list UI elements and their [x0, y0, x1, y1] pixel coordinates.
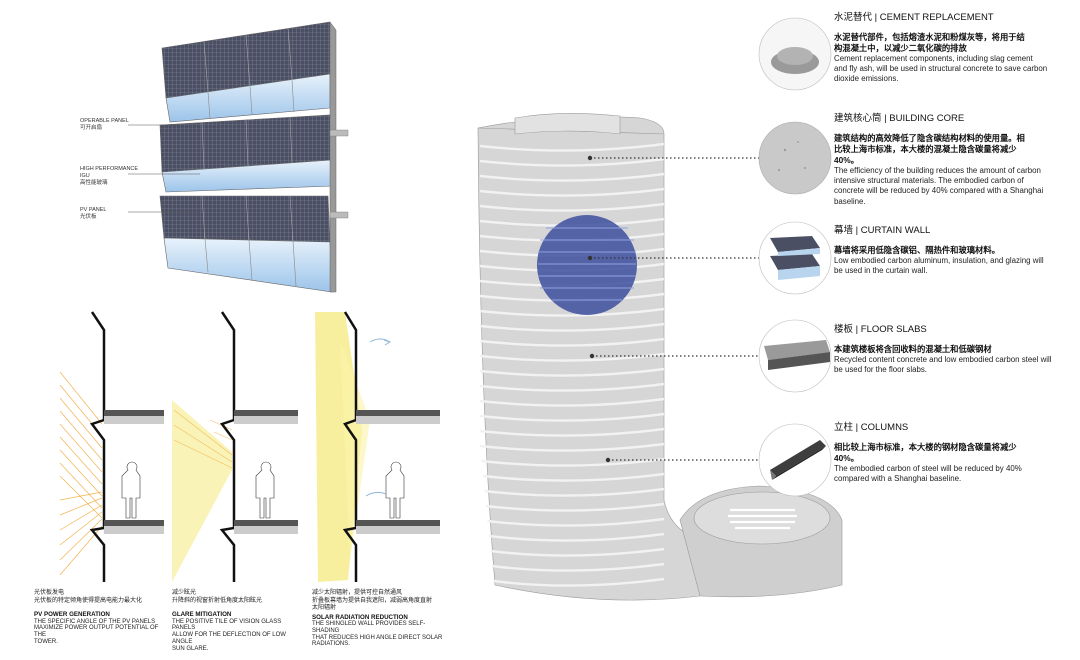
section-solar-reduction	[308, 311, 442, 582]
floor-band	[493, 577, 665, 587]
caption-solar-reduction: 减少太阳辐射，提供可控自然通风 折叠板幕墙为提供自我遮阳，减弱高角度直射 太阳辐…	[312, 590, 443, 648]
facade-tier-1	[161, 21, 331, 123]
floor-band	[479, 397, 665, 407]
floor-band	[479, 382, 665, 392]
facade-tier-3	[159, 195, 333, 293]
building-core-thumbnail	[758, 121, 832, 195]
floor-band	[482, 472, 665, 482]
material-title-cn: 幕墙	[834, 225, 854, 236]
columns-thumbnail	[758, 423, 832, 497]
caption-glare-mitigation: 减少眩光 升降斜的视窗折射低角度太阳眩光 GLARE MITIGATION TH…	[172, 590, 286, 652]
floor-band	[479, 307, 665, 317]
floor-band	[479, 322, 665, 332]
material-title-cn: 水泥替代	[834, 12, 873, 23]
material-columns: 立柱 | COLUMNS 相比较上海市标准，本大楼的钢材隐含碳量将减少 40%。…	[834, 422, 1022, 484]
label-pv-panel: PV PANEL 光伏板	[80, 207, 107, 220]
floor-band	[487, 517, 665, 527]
floor-band	[479, 187, 665, 197]
material-title-en: CEMENT REPLACEMENT	[879, 12, 994, 23]
label-high-performance-igu: HIGH PERFORMANCE IGU 高性能玻璃	[80, 166, 139, 186]
curtain-wall-thumbnail	[758, 221, 832, 295]
facade-tier-2	[159, 114, 335, 193]
material-title-cn: 建筑核心筒	[834, 113, 882, 124]
caption-pv-generation: 光伏板发电 光伏板的特定倾角使得提高电能力最大化 PV POWER GENERA…	[34, 590, 159, 645]
floor-band	[485, 502, 665, 512]
material-title-cn: 楼板	[834, 324, 854, 335]
floor-band	[479, 427, 665, 437]
floor-band	[479, 157, 665, 167]
material-title-cn: 立柱	[834, 422, 854, 433]
material-floor-slabs: 楼板 | FLOOR SLABS 本建筑楼板将含回收料的混凝土和低碳钢材 Rec…	[834, 324, 1052, 375]
material-building-core: 建筑核心筒 | BUILDING CORE 建筑结构的高效降低了隐含碳结构材料的…	[834, 113, 1044, 206]
floor-band	[488, 532, 665, 542]
floor-band	[479, 352, 665, 362]
floor-band	[484, 487, 665, 497]
section-pv-generation	[58, 311, 166, 582]
section-glare-mitigation	[172, 311, 302, 582]
material-title-en: CURTAIN WALL	[860, 225, 931, 236]
material-cement-replacement: 水泥替代 | CEMENT REPLACEMENT 水泥替代部件，包括熔渣水泥和…	[834, 12, 1048, 84]
floor-slabs-thumbnail	[758, 319, 832, 393]
floor-band	[479, 412, 665, 422]
material-title-en: BUILDING CORE	[889, 113, 965, 124]
floor-band	[481, 457, 665, 467]
floor-band	[491, 562, 665, 572]
floor-band	[490, 547, 665, 557]
floor-band	[479, 172, 665, 182]
curtain-wall-highlight	[537, 215, 637, 315]
floor-band	[479, 337, 665, 347]
material-curtain-wall: 幕墙 | CURTAIN WALL 幕墙将采用低隐含碳铝、隔热件和玻璃材料。 L…	[834, 225, 1044, 276]
floor-band	[479, 202, 665, 212]
floor-band	[479, 367, 665, 377]
floor-band	[479, 442, 665, 452]
floor-band	[479, 142, 665, 152]
cement-thumbnail	[758, 17, 832, 91]
material-title-en: FLOOR SLABS	[860, 324, 927, 335]
tower-model	[477, 113, 843, 601]
material-title-en: COLUMNS	[860, 422, 909, 433]
label-operable-panel: OPERABLE PANEL 可开启扇	[80, 118, 129, 131]
